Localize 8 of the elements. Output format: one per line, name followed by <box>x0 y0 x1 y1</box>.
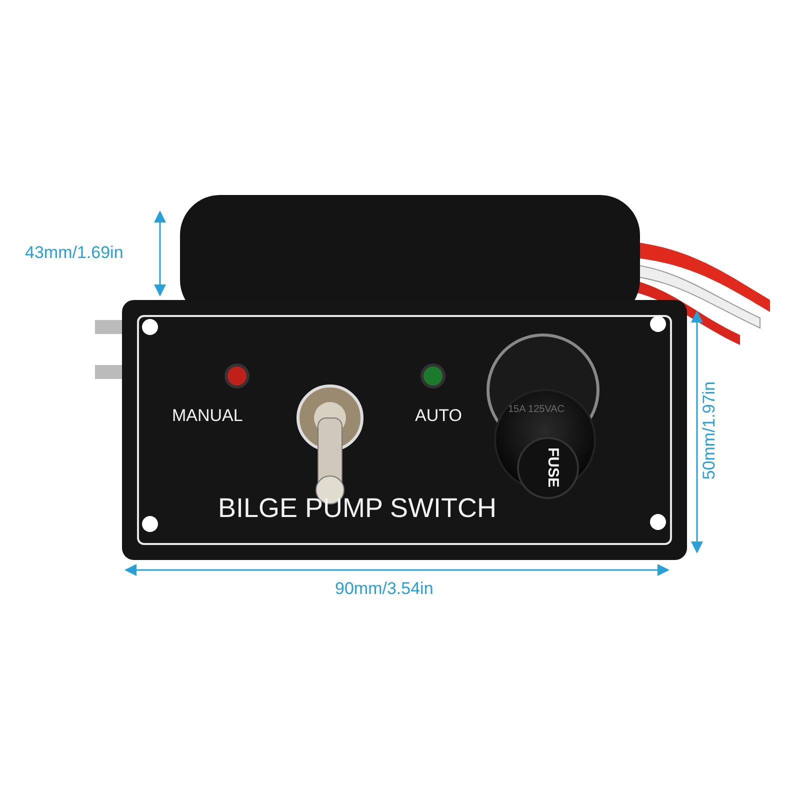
panel-title: BILGE PUMP SWITCH <box>218 495 497 522</box>
dimension-label: 50mm/1.97in <box>700 381 718 480</box>
dimension-label: 90mm/3.54in <box>335 580 434 597</box>
led-label: MANUAL <box>172 407 243 424</box>
led-label: AUTO <box>415 407 462 424</box>
fuse-cap-text: FUSE <box>546 448 560 488</box>
dimension-label: 43mm/1.69in <box>25 244 124 261</box>
engraved-text: 15A 125VAC <box>508 405 565 415</box>
